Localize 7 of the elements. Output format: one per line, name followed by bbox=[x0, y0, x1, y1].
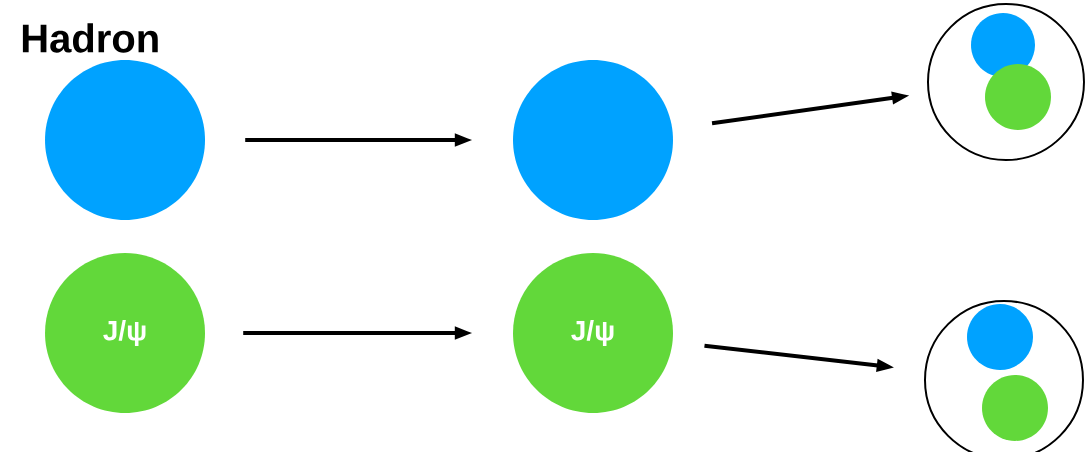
hadron-circle bbox=[967, 304, 1033, 370]
particle-circle bbox=[985, 64, 1051, 130]
hadron-circle bbox=[513, 60, 673, 220]
hadron-circle bbox=[45, 60, 205, 220]
particle-circle bbox=[982, 375, 1048, 441]
heading: Hadron bbox=[22, 23, 158, 53]
hadron-circle bbox=[971, 13, 1035, 77]
